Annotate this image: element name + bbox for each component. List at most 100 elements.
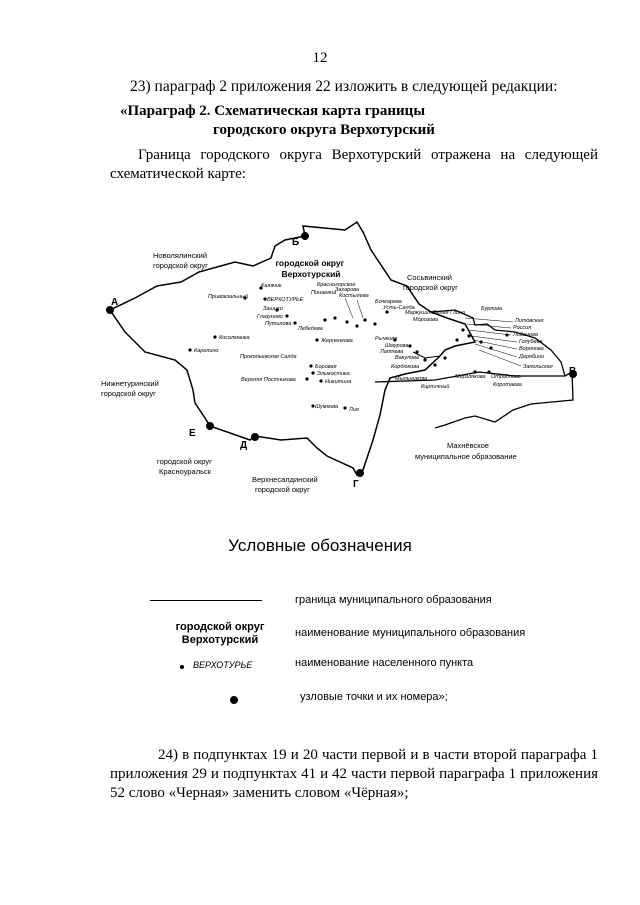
settlement-dot bbox=[385, 310, 389, 314]
settlement-dot bbox=[415, 350, 419, 354]
map-main-title: городской округ Верхотурский bbox=[276, 258, 347, 279]
node-label-b: Б bbox=[292, 237, 299, 248]
settlement-label: ВЕРХОТУРЬЕ bbox=[267, 297, 304, 303]
settlement-label: Пинаевна bbox=[311, 290, 336, 296]
settlement-label: Боровая bbox=[315, 364, 337, 370]
settlement-label: Рычкова bbox=[375, 336, 397, 342]
settlement-dot bbox=[305, 377, 309, 381]
legend-settlement-desc: наименование населенного пункта bbox=[295, 657, 474, 669]
settlement-label: Усть-Салда bbox=[382, 305, 415, 311]
legend-mo-name-sample: городской округ Верхотурский bbox=[160, 621, 280, 647]
settlement-label: Кордюкова bbox=[391, 364, 419, 370]
settlement-dot bbox=[315, 338, 319, 342]
settlement-label: Лаптева bbox=[379, 349, 403, 355]
settlement-label: Мерзлякова bbox=[455, 374, 486, 380]
settlement-label: Запольская bbox=[523, 364, 553, 370]
settlement-dot bbox=[479, 340, 483, 344]
settlement-label: Мыльникова bbox=[395, 376, 427, 382]
settlement-label: Коротаева bbox=[493, 382, 522, 388]
settlement-label: Костылева bbox=[339, 293, 369, 299]
settlements: Калачик Привокзальный ВЕРХОТУРЬЕ Зашихи … bbox=[188, 282, 553, 413]
legend-border-desc: граница муниципального образования bbox=[295, 594, 492, 606]
settlement-label: Литовская bbox=[514, 318, 544, 324]
node-label-v: В bbox=[569, 366, 576, 377]
settlement-label: Вакулова bbox=[395, 355, 419, 361]
settlement-dot bbox=[275, 308, 279, 312]
settlement-dot bbox=[343, 406, 347, 410]
settlement-label: Кирпичный bbox=[421, 383, 449, 390]
legend-border-line bbox=[150, 600, 262, 601]
settlement-label: Зашихи bbox=[263, 306, 283, 312]
settlement-label: Верхняя Постникова bbox=[241, 377, 296, 383]
legend-mo-name-line-1: городской округ bbox=[175, 621, 265, 633]
node-labels: А Б В Г Д Е bbox=[111, 237, 576, 490]
settlement-dot bbox=[259, 286, 263, 290]
node-a bbox=[106, 306, 114, 314]
settlement-dot bbox=[505, 333, 509, 337]
settlement-label: Привокзальный bbox=[208, 293, 248, 300]
settlement-dot bbox=[188, 348, 192, 352]
legend-nodes-desc: узловые точки и их номера»; bbox=[300, 691, 448, 703]
settlement-label: Отрадново bbox=[491, 374, 521, 380]
settlement-label: Прокопьевская Салда bbox=[240, 354, 297, 360]
settlement-dot bbox=[311, 371, 315, 375]
settlement-label: Красногорское bbox=[317, 282, 355, 288]
heading-line-1: «Параграф 2. Схематическая карта границы bbox=[120, 103, 426, 119]
schematic-map: А Б В Г Д Е городской округ Верхотурский… bbox=[101, 220, 577, 494]
node-label-g: Г bbox=[353, 479, 359, 490]
settlement-label: Голубева bbox=[519, 339, 543, 345]
settlement-label: Путилова bbox=[265, 321, 291, 327]
settlement-dot bbox=[467, 334, 471, 338]
node-g bbox=[356, 469, 364, 477]
settlement-label: Маркушино bbox=[405, 310, 435, 316]
settlement-dot bbox=[311, 404, 315, 408]
settlement-dot bbox=[393, 338, 397, 342]
border-segment bbox=[412, 351, 441, 359]
page-number: 12 bbox=[312, 50, 328, 66]
node-b bbox=[301, 232, 309, 240]
settlement-dot bbox=[408, 344, 412, 348]
item-23-text: 23) параграф 2 приложения 22 изложить в … bbox=[130, 78, 558, 95]
node-label-a: А bbox=[111, 297, 118, 308]
settlement-label: Морозова bbox=[413, 317, 438, 323]
settlement-label: Лия bbox=[348, 407, 359, 413]
settlement-dot bbox=[285, 314, 289, 318]
settlement-label: Косолманка bbox=[219, 335, 250, 341]
settlement-label: Лебедева bbox=[297, 326, 323, 332]
settlement-dot bbox=[487, 370, 491, 374]
settlement-label: Лобанова bbox=[512, 332, 538, 338]
settlement-dot bbox=[293, 321, 297, 325]
settlement-dot bbox=[323, 318, 327, 322]
leader-lines bbox=[344, 297, 522, 367]
paragraph-heading: «Параграф 2. Схематическая карта границы… bbox=[120, 102, 590, 140]
node-v bbox=[569, 370, 577, 378]
item-24-text: 24) в подпунктах 19 и 20 части первой и … bbox=[110, 747, 598, 801]
settlement-dot bbox=[461, 328, 465, 332]
settlement-dot bbox=[355, 324, 359, 328]
settlement-label: Никитина bbox=[325, 379, 351, 385]
node-label-d: Д bbox=[240, 440, 247, 451]
settlement-dot bbox=[423, 358, 427, 362]
verkhotursky-boundary bbox=[108, 220, 477, 477]
legend-settlement-sample: ВЕРХОТУРЬЕ bbox=[193, 660, 253, 670]
settlement-dot bbox=[455, 338, 459, 342]
node-label-e: Е bbox=[189, 428, 196, 439]
settlement-label: Калачик bbox=[261, 283, 282, 289]
settlement-dot bbox=[319, 379, 323, 383]
legend-mo-name-line-2: Верхотурский bbox=[181, 634, 259, 646]
legend-node-dot bbox=[230, 696, 238, 704]
settlement-dot bbox=[263, 297, 267, 301]
settlement-label: Шмурова bbox=[385, 343, 408, 349]
settlement-label: Глазуново bbox=[257, 314, 283, 320]
settlement-dot bbox=[309, 364, 313, 368]
settlement-dot bbox=[373, 322, 377, 326]
legend-mo-name-desc: наименование муниципального образования bbox=[295, 627, 526, 639]
settlement-label: Россия bbox=[513, 325, 531, 331]
settlement-dot bbox=[333, 316, 337, 320]
settlement-dot bbox=[473, 370, 477, 374]
